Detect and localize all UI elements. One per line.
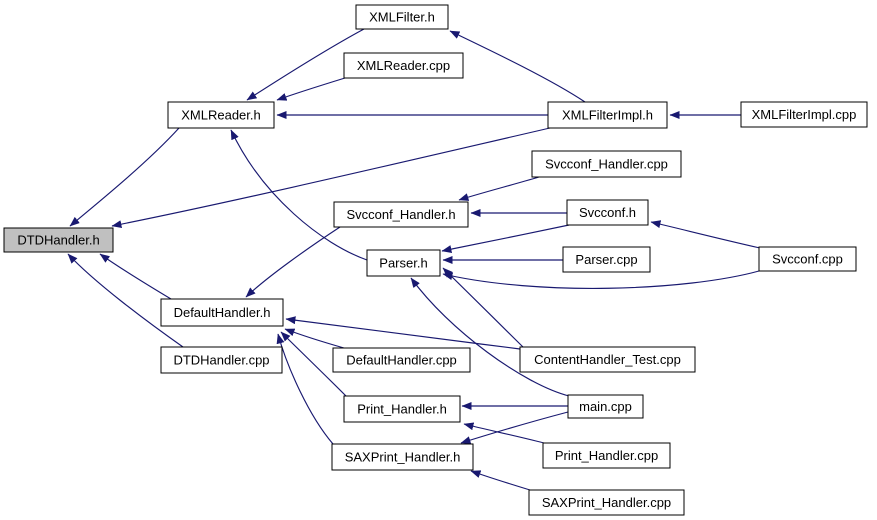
node-Svcconf_Handler.h[interactable]: Svcconf_Handler.h xyxy=(333,201,469,228)
node-box-DTDHandler.cpp[interactable] xyxy=(160,346,283,374)
node-box-DefaultHandler.h[interactable] xyxy=(160,298,284,327)
node-XMLReader.cpp[interactable]: XMLReader.cpp xyxy=(343,52,464,79)
node-Svcconf.cpp[interactable]: Svcconf.cpp xyxy=(758,246,857,272)
node-label-SAXPrint_Handler.h: SAXPrint_Handler.h xyxy=(345,450,461,465)
node-box-SAXPrint_Handler.cpp[interactable] xyxy=(528,489,685,516)
node-Print_Handler.h[interactable]: Print_Handler.h xyxy=(343,395,461,423)
node-DefaultHandler.h[interactable]: DefaultHandler.h xyxy=(160,298,284,327)
edge-SAXPrint_Handler.cpp--SAXPrint_Handler.h xyxy=(470,470,531,491)
node-box-Parser.cpp[interactable] xyxy=(562,246,651,273)
node-box-Svcconf.h[interactable] xyxy=(566,199,649,226)
node-DefaultHandler.cpp[interactable]: DefaultHandler.cpp xyxy=(332,347,471,373)
edge-main.cpp--SAXPrint_Handler.h xyxy=(460,411,569,444)
node-main.cpp[interactable]: main.cpp xyxy=(567,394,644,419)
node-Parser.h[interactable]: Parser.h xyxy=(366,249,441,277)
node-DTDHandler.h: DTDHandler.h xyxy=(3,227,114,253)
edge-Svcconf.cpp--Parser.h xyxy=(442,270,760,289)
edge-ContentHandler_Test.cpp--Parser.h xyxy=(442,267,524,348)
node-label-Svcconf.cpp: Svcconf.cpp xyxy=(772,252,843,267)
node-box-XMLFilterImpl.h[interactable] xyxy=(547,101,668,129)
node-box-XMLReader.cpp[interactable] xyxy=(343,52,464,79)
node-label-Svcconf_Handler.cpp: Svcconf_Handler.cpp xyxy=(545,157,668,172)
edge-Print_Handler.cpp--Print_Handler.h xyxy=(463,422,545,444)
edge-XMLFilterImpl.h--XMLFilter.h xyxy=(449,30,586,103)
edge-Print_Handler.h--DefaultHandler.h xyxy=(280,331,347,397)
node-XMLReader.h[interactable]: XMLReader.h xyxy=(167,101,275,129)
edge-XMLFilterImpl.h--DTDHandler.h xyxy=(111,127,551,229)
node-SAXPrint_Handler.h[interactable]: SAXPrint_Handler.h xyxy=(331,443,474,471)
node-label-Print_Handler.cpp: Print_Handler.cpp xyxy=(555,448,658,463)
node-label-XMLFilterImpl.cpp: XMLFilterImpl.cpp xyxy=(752,107,857,122)
node-label-Print_Handler.h: Print_Handler.h xyxy=(357,402,447,417)
node-Parser.cpp[interactable]: Parser.cpp xyxy=(562,246,651,273)
edge-main.cpp--Parser.h xyxy=(410,277,570,397)
node-XMLFilterImpl.cpp[interactable]: XMLFilterImpl.cpp xyxy=(740,101,868,128)
node-box-main.cpp[interactable] xyxy=(567,394,644,419)
edge-DTDHandler.cpp--DTDHandler.h xyxy=(67,253,184,348)
node-Svcconf.h[interactable]: Svcconf.h xyxy=(566,199,649,226)
node-XMLFilterImpl.h[interactable]: XMLFilterImpl.h xyxy=(547,101,668,129)
node-XMLFilter.h[interactable]: XMLFilter.h xyxy=(355,4,449,30)
node-box-Print_Handler.cpp[interactable] xyxy=(542,442,671,469)
node-ContentHandler_Test.cpp[interactable]: ContentHandler_Test.cpp xyxy=(519,346,696,373)
node-label-ContentHandler_Test.cpp: ContentHandler_Test.cpp xyxy=(534,352,681,367)
node-label-XMLReader.cpp: XMLReader.cpp xyxy=(357,58,450,73)
node-box-Parser.h[interactable] xyxy=(366,249,441,277)
edge-Parser.h--XMLReader.h xyxy=(230,129,368,261)
edge-XMLReader.h--DTDHandler.h xyxy=(69,127,180,227)
edge-SAXPrint_Handler.h--DefaultHandler.h xyxy=(276,333,334,445)
node-label-Svcconf.h: Svcconf.h xyxy=(579,205,636,220)
node-box-Svcconf_Handler.h[interactable] xyxy=(333,201,469,228)
node-label-DefaultHandler.h: DefaultHandler.h xyxy=(174,305,271,320)
edge-Svcconf.cpp--Svcconf.h xyxy=(650,220,761,249)
node-label-DTDHandler.h: DTDHandler.h xyxy=(17,233,99,248)
node-box-XMLFilterImpl.cpp[interactable] xyxy=(740,101,868,128)
node-label-XMLFilterImpl.h: XMLFilterImpl.h xyxy=(562,108,653,123)
node-SAXPrint_Handler.cpp[interactable]: SAXPrint_Handler.cpp xyxy=(528,489,685,516)
node-label-Parser.cpp: Parser.cpp xyxy=(575,252,637,267)
node-box-SAXPrint_Handler.h[interactable] xyxy=(331,443,474,471)
node-box-XMLFilter.h[interactable] xyxy=(355,4,449,30)
node-box-ContentHandler_Test.cpp[interactable] xyxy=(519,346,696,373)
node-label-Svcconf_Handler.h: Svcconf_Handler.h xyxy=(346,207,455,222)
node-label-XMLReader.h: XMLReader.h xyxy=(181,108,261,123)
node-label-main.cpp: main.cpp xyxy=(579,399,632,414)
node-label-DTDHandler.cpp: DTDHandler.cpp xyxy=(173,353,269,368)
node-DTDHandler.cpp[interactable]: DTDHandler.cpp xyxy=(160,346,283,374)
node-box-XMLReader.h[interactable] xyxy=(167,101,275,129)
node-box-DefaultHandler.cpp[interactable] xyxy=(332,347,471,373)
edge-XMLReader.cpp--XMLReader.h xyxy=(276,77,346,101)
node-label-XMLFilter.h: XMLFilter.h xyxy=(369,10,435,25)
edge-DefaultHandler.h--DTDHandler.h xyxy=(99,253,172,300)
node-box-Svcconf_Handler.cpp[interactable] xyxy=(531,150,682,178)
edge-DefaultHandler.cpp--DefaultHandler.h xyxy=(284,328,345,349)
edge-Svcconf_Handler.h--DefaultHandler.h xyxy=(245,226,341,298)
node-box-Svcconf.cpp[interactable] xyxy=(758,246,857,272)
edge-Svcconf.h--Parser.h xyxy=(441,224,570,254)
node-label-DefaultHandler.cpp: DefaultHandler.cpp xyxy=(346,353,457,368)
edges-layer xyxy=(67,28,761,491)
node-label-Parser.h: Parser.h xyxy=(379,256,427,271)
edge-XMLFilter.h--XMLReader.h xyxy=(246,28,365,101)
node-Print_Handler.cpp[interactable]: Print_Handler.cpp xyxy=(542,442,671,469)
node-Svcconf_Handler.cpp[interactable]: Svcconf_Handler.cpp xyxy=(531,150,682,178)
edge-ContentHandler_Test.cpp--DefaultHandler.h xyxy=(285,316,521,350)
node-label-SAXPrint_Handler.cpp: SAXPrint_Handler.cpp xyxy=(542,495,671,510)
node-box-DTDHandler.h xyxy=(3,227,114,253)
edge-Svcconf_Handler.cpp--Svcconf_Handler.h xyxy=(458,176,540,201)
node-box-Print_Handler.h[interactable] xyxy=(343,395,461,423)
